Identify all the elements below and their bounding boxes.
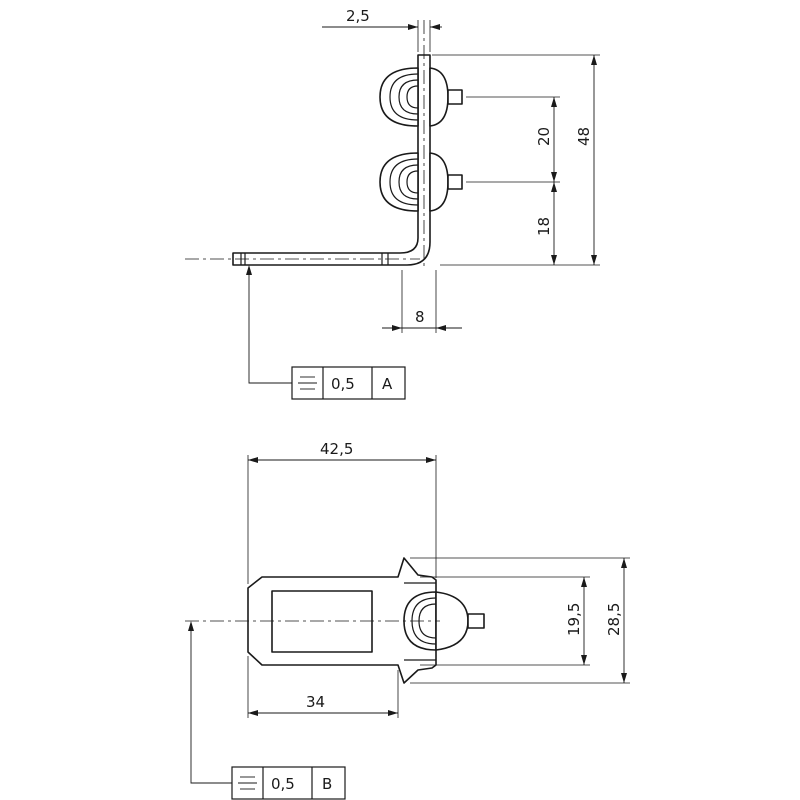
dim-overall-length: 42,5 bbox=[248, 440, 436, 463]
tolerance-value: 0,5 bbox=[271, 775, 295, 793]
dim-spacing: 20 bbox=[535, 97, 557, 182]
grommet-lower bbox=[379, 152, 463, 212]
grommet-upper bbox=[379, 67, 463, 127]
slot-cutout bbox=[271, 590, 373, 653]
bottom-view: 42,5 34 19,5 28,5 bbox=[185, 440, 630, 800]
dim-thickness: 2,5 bbox=[322, 7, 442, 30]
tolerance-frame-a: 0,5 A bbox=[291, 366, 406, 400]
dim-overall-length-label: 42,5 bbox=[320, 440, 353, 458]
dim-base-length-label: 34 bbox=[306, 693, 325, 711]
tolerance-frame-b: 0,5 B bbox=[231, 766, 346, 800]
dim-outer-width-label: 28,5 bbox=[605, 603, 623, 636]
tolerance-leader bbox=[190, 623, 232, 784]
dim-bend-offset: 8 bbox=[382, 308, 462, 331]
symmetry-icon bbox=[238, 776, 257, 790]
top-view: 2,5 20 18 48 8 bbox=[185, 7, 600, 400]
dim-total-height: 48 bbox=[575, 55, 597, 265]
dim-outer-width: 28,5 bbox=[605, 558, 627, 683]
tolerance-value: 0,5 bbox=[331, 375, 355, 393]
dim-lower-height-label: 18 bbox=[535, 217, 553, 236]
dim-bend-offset-label: 8 bbox=[415, 308, 425, 326]
bracket-profile bbox=[232, 54, 431, 266]
tolerance-leader bbox=[248, 267, 292, 384]
dim-inner-width: 19,5 bbox=[565, 577, 587, 665]
dim-spacing-label: 20 bbox=[535, 127, 553, 146]
dim-lower-height: 18 bbox=[535, 182, 557, 265]
dim-thickness-label: 2,5 bbox=[346, 7, 370, 25]
dim-base-length: 34 bbox=[248, 693, 398, 716]
tolerance-datum: A bbox=[382, 375, 393, 393]
symmetry-icon bbox=[298, 376, 317, 390]
dim-inner-width-label: 19,5 bbox=[565, 603, 583, 636]
dim-total-height-label: 48 bbox=[575, 127, 593, 146]
tolerance-datum: B bbox=[322, 775, 332, 793]
